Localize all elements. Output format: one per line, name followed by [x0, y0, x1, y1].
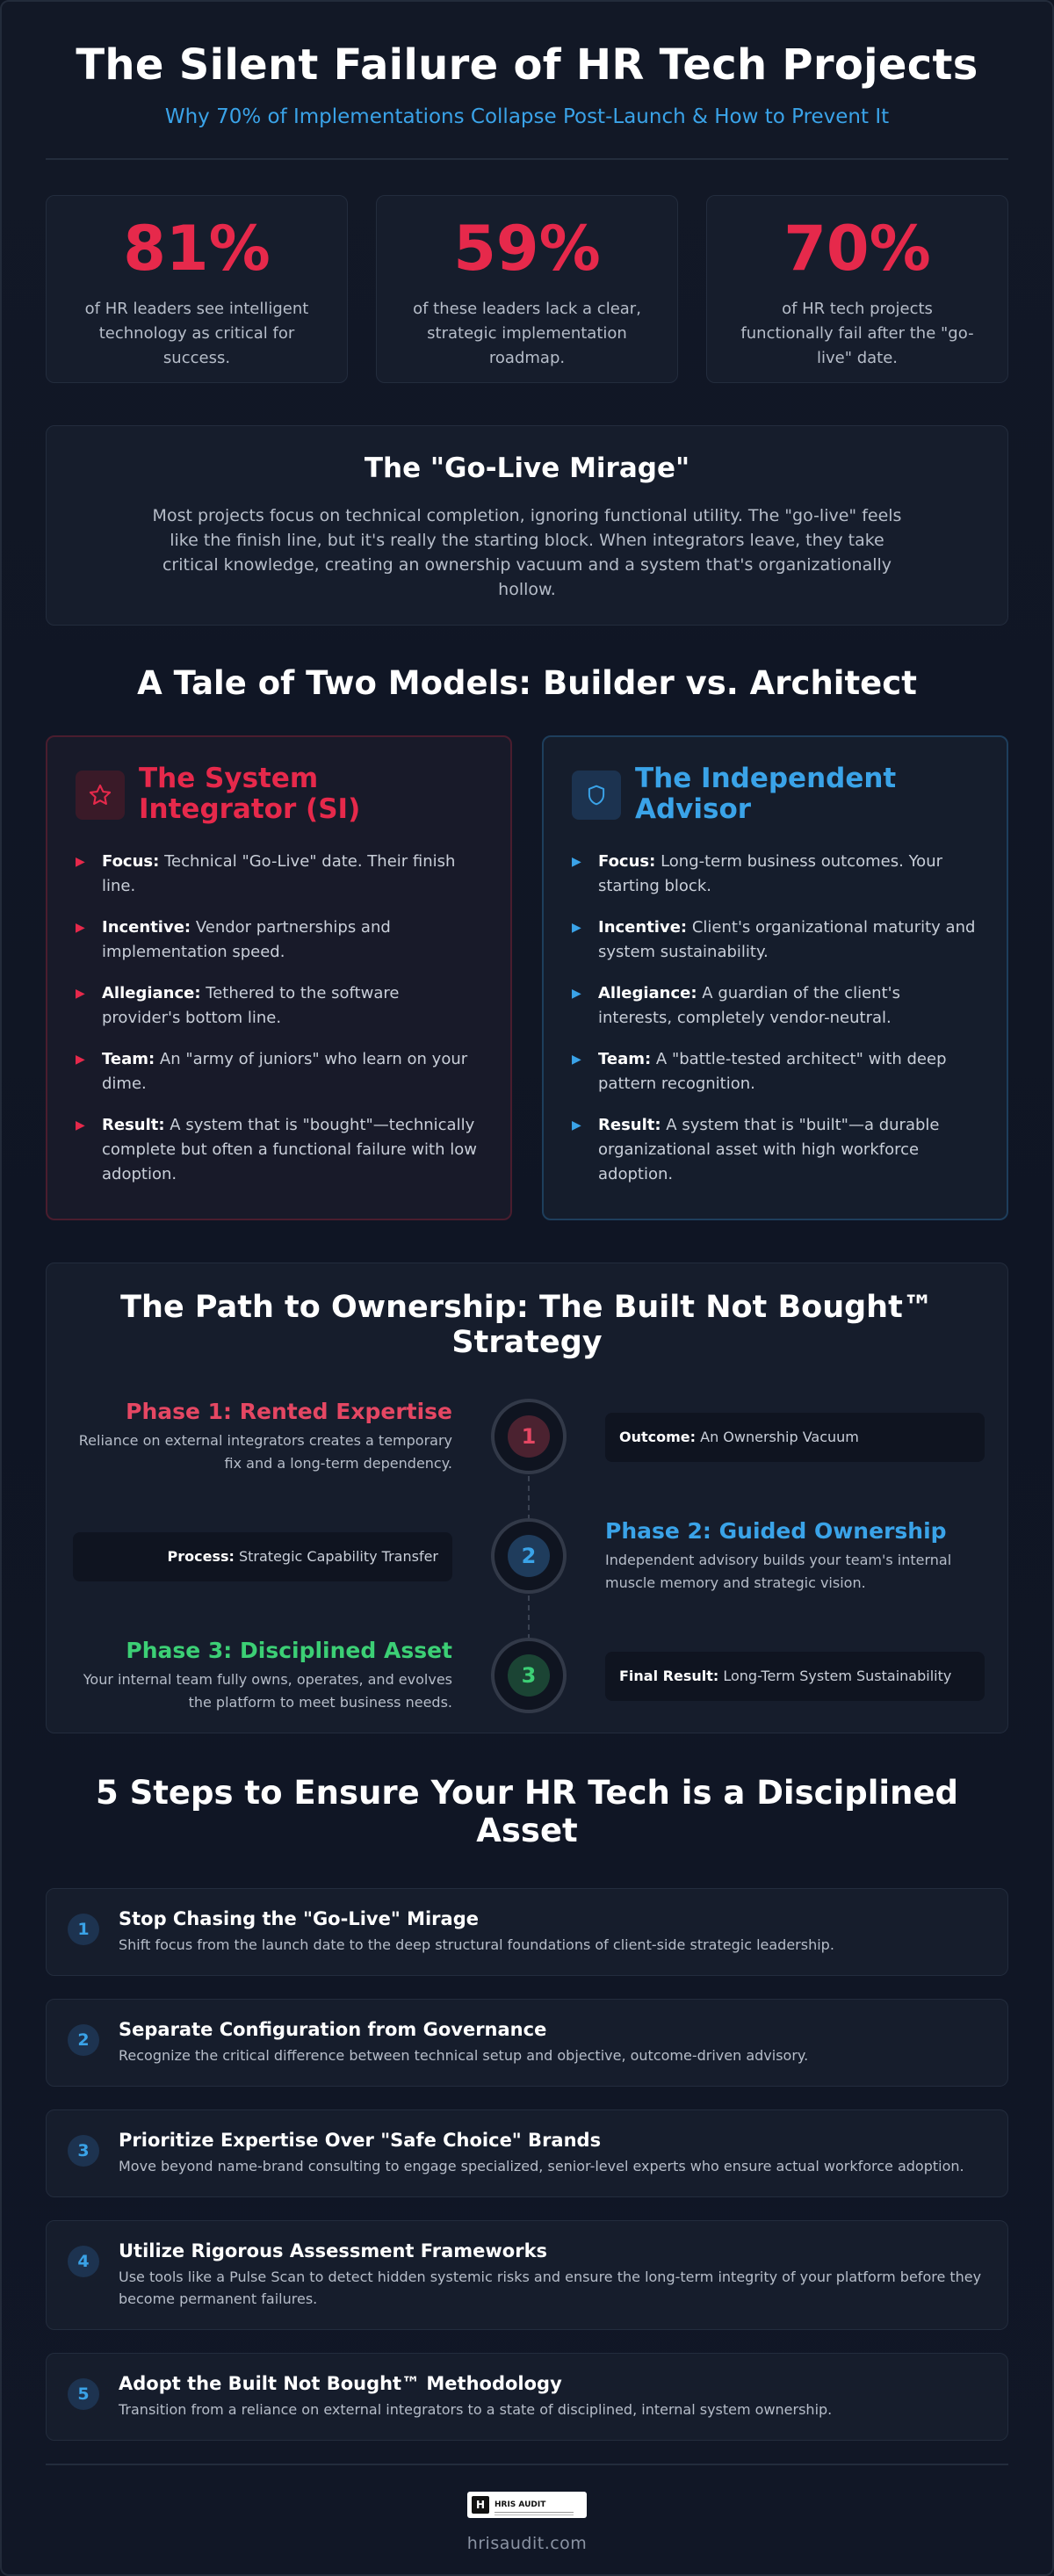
- stat-description: of HR tech projects functionally fail af…: [740, 300, 974, 367]
- stat-description: of HR leaders see intelligent technology…: [84, 300, 309, 367]
- timeline-connector: [528, 1596, 530, 1639]
- stat-description: of these leaders lack a clear, strategic…: [413, 300, 641, 367]
- triangle-right-icon: ▶: [76, 1053, 85, 1067]
- logo-text: HRIS AUDIT: [495, 2500, 546, 2509]
- go-live-mirage-card: The "Go-Live Mirage" Most projects focus…: [46, 425, 1008, 626]
- list-item: ▶Incentive: Client's organizational matu…: [572, 915, 978, 965]
- stat-card: 81% of HR leaders see intelligent techno…: [46, 195, 348, 383]
- phase-title: Phase 2: Guided Ownership: [605, 1518, 947, 1544]
- hris-audit-logo[interactable]: H HRIS AUDIT: [467, 2492, 587, 2518]
- phase-description: Your internal team fully owns, operates,…: [83, 1671, 452, 1711]
- mirage-body: Most projects focus on technical complet…: [152, 506, 902, 599]
- phase-row: Phase 1: Rented Expertise Reliance on ex…: [47, 1399, 1007, 1487]
- list-item: ▶Focus: Long-term business outcomes. You…: [572, 850, 978, 899]
- phase-outcome-box: Outcome: An Ownership Vacuum: [605, 1413, 985, 1462]
- phase-marker: 2: [491, 1518, 567, 1594]
- step-title: Adopt the Built Not Bought™ Methodology: [119, 2373, 562, 2394]
- phase-description: Reliance on external integrators creates…: [78, 1432, 452, 1472]
- stat-value: 59%: [453, 213, 601, 285]
- triangle-right-icon: ▶: [76, 855, 85, 869]
- models-section-title: A Tale of Two Models: Builder vs. Archit…: [137, 664, 917, 702]
- list-item: ▶Allegiance: A guardian of the client's …: [572, 981, 978, 1031]
- phase-row: Process: Strategic Capability Transfer 2…: [47, 1518, 1007, 1606]
- triangle-right-icon: ▶: [572, 855, 581, 869]
- site-link[interactable]: hrisaudit.com: [466, 2534, 588, 2553]
- phase-marker: 3: [491, 1638, 567, 1713]
- phase-outcome-box: Final Result: Long-Term System Sustainab…: [605, 1652, 985, 1701]
- list-item: ▶Incentive: Vendor partnerships and impl…: [76, 915, 482, 965]
- steps-section-title: 5 Steps to Ensure Your HR Tech is a Disc…: [95, 1774, 959, 1849]
- step-description: Recognize the critical difference betwee…: [119, 2047, 809, 2064]
- list-item: ▶Result: A system that is "built"—a dura…: [572, 1113, 978, 1187]
- triangle-right-icon: ▶: [572, 1053, 581, 1067]
- list-item: ▶Team: An "army of juniors" who learn on…: [76, 1047, 482, 1096]
- triangle-right-icon: ▶: [76, 921, 85, 935]
- step-title: Stop Chasing the "Go-Live" Mirage: [119, 1908, 479, 1929]
- step-description: Shift focus from the launch date to the …: [119, 1936, 834, 1953]
- triangle-right-icon: ▶: [572, 921, 581, 935]
- model-attribute-list: ▶Focus: Long-term business outcomes. You…: [572, 850, 978, 1187]
- header-divider: [46, 158, 1008, 160]
- step-number: 4: [68, 2246, 99, 2277]
- model-attribute-list: ▶Focus: Technical "Go-Live" date. Their …: [76, 850, 482, 1187]
- phase-outcome-box: Process: Strategic Capability Transfer: [73, 1532, 452, 1581]
- step-description: Move beyond name-brand consulting to eng…: [119, 2158, 964, 2174]
- shield-icon: [572, 771, 621, 820]
- list-item: ▶Focus: Technical "Go-Live" date. Their …: [76, 850, 482, 899]
- triangle-right-icon: ▶: [76, 1118, 85, 1132]
- list-item: ▶Team: A "battle-tested architect" with …: [572, 1047, 978, 1096]
- model-title: The System Integrator (SI): [139, 763, 361, 825]
- phase-title: Phase 3: Disciplined Asset: [126, 1638, 452, 1663]
- stat-value: 70%: [783, 213, 931, 285]
- phase-title: Phase 1: Rented Expertise: [126, 1399, 452, 1424]
- stat-value: 81%: [123, 213, 271, 285]
- path-title: The Path to Ownership: The Built Not Bou…: [120, 1290, 934, 1360]
- mirage-title: The "Go-Live Mirage": [364, 452, 690, 484]
- phase-number: 3: [508, 1654, 550, 1697]
- step-number: 5: [68, 2378, 99, 2410]
- model-title: The Independent Advisor: [635, 763, 897, 825]
- step-number: 1: [68, 1914, 99, 1945]
- models-comparison: The System Integrator (SI) ▶Focus: Techn…: [46, 735, 1008, 1220]
- timeline-connector: [528, 1476, 530, 1520]
- stats-row: 81% of HR leaders see intelligent techno…: [46, 195, 1008, 383]
- phase-marker: 1: [491, 1399, 567, 1474]
- system-integrator-card: The System Integrator (SI) ▶Focus: Techn…: [46, 735, 512, 1220]
- phase-number: 1: [508, 1415, 550, 1458]
- page-title: The Silent Failure of HR Tech Projects: [76, 40, 978, 90]
- step-title: Prioritize Expertise Over "Safe Choice" …: [119, 2130, 602, 2151]
- phase-number: 2: [508, 1535, 550, 1577]
- step-number: 3: [68, 2135, 99, 2167]
- star-icon: [76, 771, 125, 820]
- step-card: 4 Utilize Rigorous Assessment Frameworks…: [46, 2220, 1008, 2330]
- triangle-right-icon: ▶: [76, 987, 85, 1001]
- step-card: 5 Adopt the Built Not Bought™ Methodolog…: [46, 2353, 1008, 2441]
- stat-card: 70% of HR tech projects functionally fai…: [706, 195, 1008, 383]
- step-description: Transition from a reliance on external i…: [119, 2401, 833, 2418]
- footer-divider: [46, 2464, 1008, 2465]
- page-subtitle: Why 70% of Implementations Collapse Post…: [164, 105, 890, 128]
- triangle-right-icon: ▶: [572, 987, 581, 1001]
- step-card: 2 Separate Configuration from Governance…: [46, 1999, 1008, 2087]
- independent-advisor-card: The Independent Advisor ▶Focus: Long-ter…: [542, 735, 1008, 1220]
- header: The Silent Failure of HR Tech Projects W…: [46, 2, 1008, 128]
- list-item: ▶Result: A system that is "bought"—techn…: [76, 1113, 482, 1187]
- phase-description: Independent advisory builds your team's …: [605, 1552, 952, 1591]
- phase-row: Phase 3: Disciplined Asset Your internal…: [47, 1638, 1007, 1726]
- list-item: ▶Allegiance: Tethered to the software pr…: [76, 981, 482, 1031]
- path-to-ownership-card: The Path to Ownership: The Built Not Bou…: [46, 1263, 1008, 1733]
- step-card: 3 Prioritize Expertise Over "Safe Choice…: [46, 2109, 1008, 2197]
- step-number: 2: [68, 2024, 99, 2056]
- stat-card: 59% of these leaders lack a clear, strat…: [376, 195, 678, 383]
- step-title: Utilize Rigorous Assessment Frameworks: [119, 2240, 548, 2261]
- step-description: Use tools like a Pulse Scan to detect hi…: [119, 2268, 982, 2307]
- logo-mark: H: [472, 2496, 489, 2514]
- step-title: Separate Configuration from Governance: [119, 2019, 547, 2040]
- footer: H HRIS AUDIT hrisaudit.com: [46, 2465, 1008, 2553]
- triangle-right-icon: ▶: [572, 1118, 581, 1132]
